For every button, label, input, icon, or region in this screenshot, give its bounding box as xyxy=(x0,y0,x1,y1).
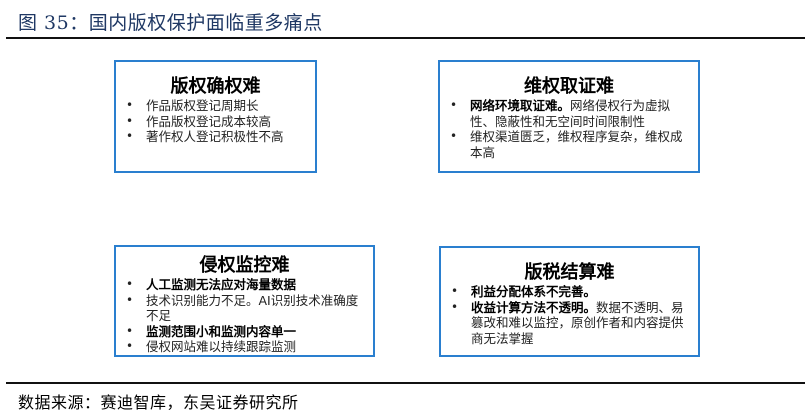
bullet-list: 利益分配体系不完善。 收益计算方法不透明。数据不透明、易篡改和难以监控，原创作者… xyxy=(441,284,698,346)
list-item: 技术识别能力不足。AI识别技术准确度不足 xyxy=(124,293,367,324)
list-item: 维权渠道匮乏，维权程序复杂，维权成本高 xyxy=(448,129,692,160)
bottom-rule xyxy=(6,382,805,384)
list-item: 监测范围小和监测内容单一 xyxy=(124,324,367,340)
list-item: 网络环境取证难。网络侵权行为虚拟性、隐蔽性和无空间时间限制性 xyxy=(448,98,692,129)
list-item: 作品版权登记成本较高 xyxy=(124,114,309,130)
list-item: 人工监测无法应对海量数据 xyxy=(124,277,367,293)
list-item: 侵权网站难以持续跟踪监测 xyxy=(124,339,367,355)
list-item: 作品版权登记周期长 xyxy=(124,98,309,114)
bullet-list: 作品版权登记周期长 作品版权登记成本较高 著作权人登记积极性不高 xyxy=(116,98,315,145)
box-copyright-registration: 版权确权难 作品版权登记周期长 作品版权登记成本较高 著作权人登记积极性不高 xyxy=(114,60,317,173)
list-item: 利益分配体系不完善。 xyxy=(449,284,692,300)
bullet-list: 网络环境取证难。网络侵权行为虚拟性、隐蔽性和无空间时间限制性 维权渠道匮乏，维权… xyxy=(440,98,698,160)
box-heading: 维权取证难 xyxy=(524,76,614,97)
box-infringement-monitoring: 侵权监控难 人工监测无法应对海量数据 技术识别能力不足。AI识别技术准确度不足 … xyxy=(114,245,375,357)
list-item: 著作权人登记积极性不高 xyxy=(124,129,309,145)
box-royalty-settlement: 版税结算难 利益分配体系不完善。 收益计算方法不透明。数据不透明、易篡改和难以监… xyxy=(439,246,700,357)
list-item: 收益计算方法不透明。数据不透明、易篡改和难以监控，原创作者和内容提供商无法掌握 xyxy=(449,300,692,347)
box-rights-evidence: 维权取证难 网络环境取证难。网络侵权行为虚拟性、隐蔽性和无空间时间限制性 维权渠… xyxy=(438,60,700,173)
figure-title: 图 35：国内版权保护面临重多痛点 xyxy=(18,12,323,34)
box-heading: 侵权监控难 xyxy=(199,255,290,276)
box-heading: 版权确权难 xyxy=(170,76,261,97)
box-heading: 版税结算难 xyxy=(524,262,615,283)
bullet-list: 人工监测无法应对海量数据 技术识别能力不足。AI识别技术准确度不足 监测范围小和… xyxy=(116,277,373,355)
top-rule xyxy=(6,37,805,39)
source-note: 数据来源：赛迪智库，东吴证券研究所 xyxy=(18,393,299,412)
